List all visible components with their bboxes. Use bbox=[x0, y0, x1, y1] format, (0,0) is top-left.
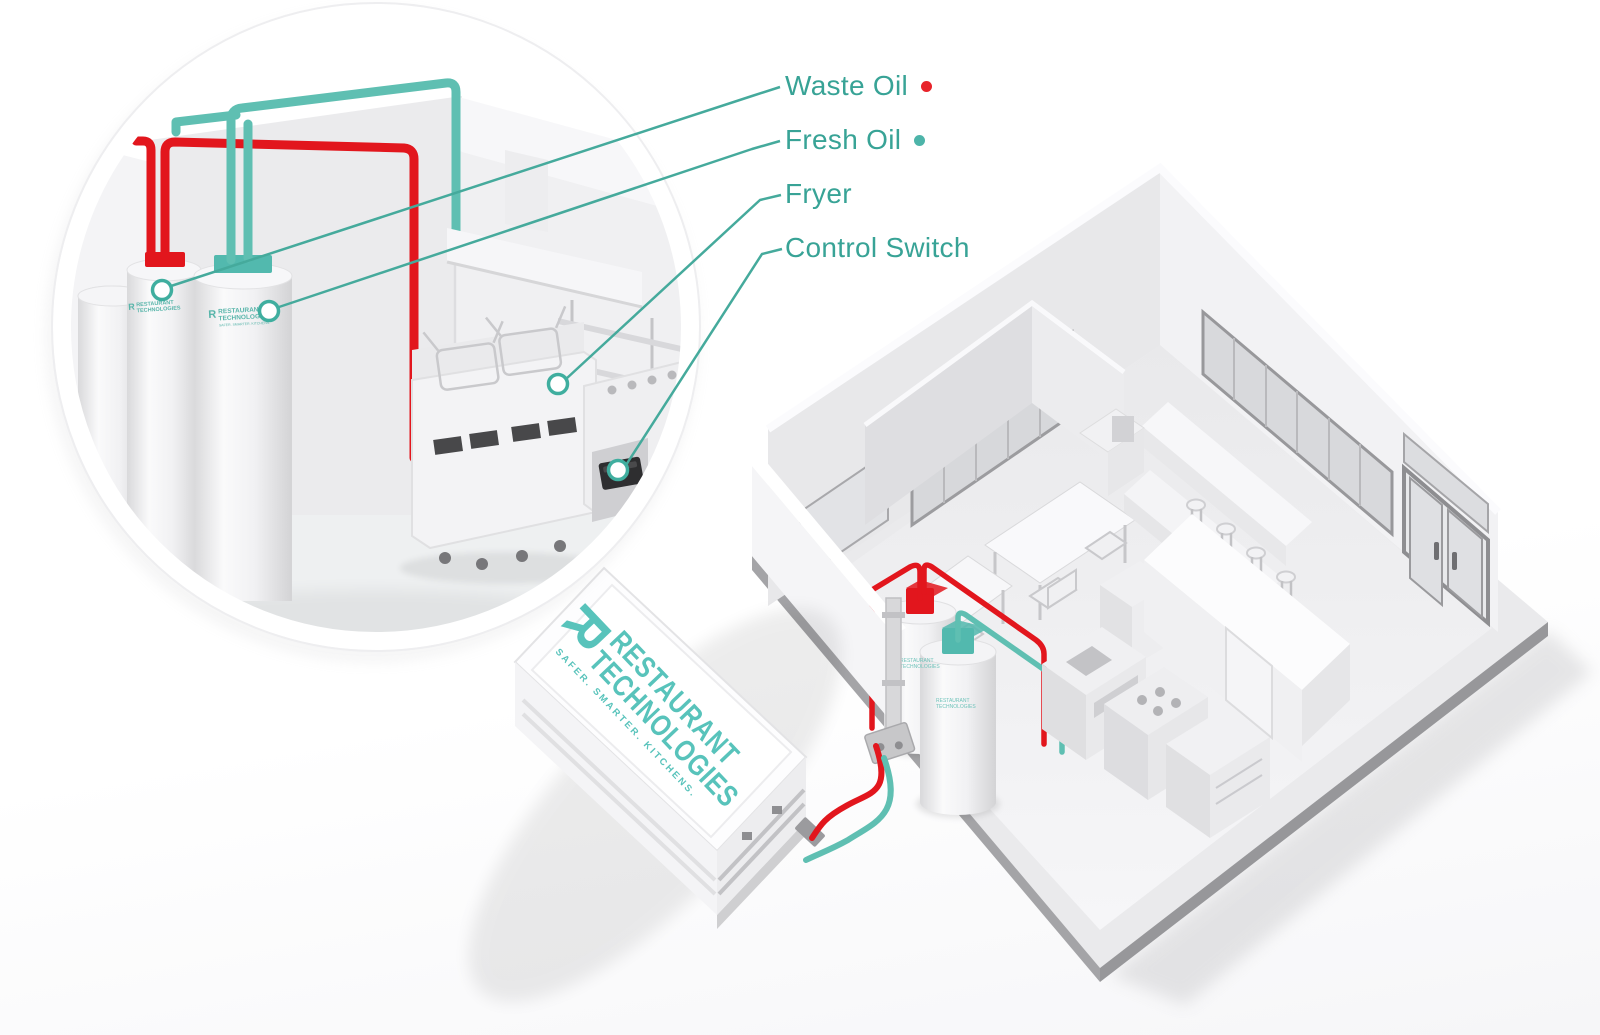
svg-text:RESTAURANT: RESTAURANT bbox=[136, 300, 174, 309]
doorway-opening bbox=[1225, 625, 1273, 741]
waste-oil-dot-icon bbox=[921, 80, 933, 92]
delivery-truck bbox=[468, 566, 842, 1002]
oil-room-wall bbox=[865, 303, 1032, 525]
window-band-right bbox=[1201, 308, 1394, 538]
vent-hood bbox=[446, 150, 643, 309]
ring-fresh-oil bbox=[257, 299, 281, 323]
ring-fryer bbox=[546, 372, 570, 396]
supply-conduit bbox=[885, 597, 902, 739]
legend-label-fresh-oil: Fresh Oil bbox=[785, 124, 902, 155]
fresh-oil-pipe-inset bbox=[171, 78, 461, 265]
fresh-oil-dot-icon bbox=[914, 134, 926, 146]
inset-pipes bbox=[131, 78, 461, 463]
leader-fryer bbox=[565, 193, 782, 380]
leader-fresh-oil bbox=[278, 139, 781, 309]
fryer-baskets bbox=[422, 305, 567, 391]
appliance bbox=[1112, 416, 1134, 442]
door-handle bbox=[1452, 552, 1457, 570]
tank-logo: R RESTAURANT TECHNOLOGIES SAFER. SMARTER… bbox=[208, 306, 271, 328]
waste-oil-pipe bbox=[131, 136, 419, 463]
legend-row-fresh-oil: Fresh Oil bbox=[785, 120, 970, 160]
ring-waste-oil bbox=[150, 278, 174, 302]
waste-oil-hose bbox=[809, 743, 885, 841]
truck-roof-panel bbox=[530, 583, 793, 839]
magnifier-circle: R RESTAURANT TECHNOLOGIES R RESTAURANT T… bbox=[50, 2, 701, 658]
hose-port bbox=[795, 817, 825, 847]
svg-text:RESTAURANT: RESTAURANT bbox=[936, 698, 970, 704]
svg-text:RESTAURANT: RESTAURANT bbox=[218, 306, 263, 315]
svg-text:TECHNOLOGIES: TECHNOLOGIES bbox=[936, 704, 976, 710]
tank-logo: R RESTAURANT TECHNOLOGIES bbox=[128, 300, 181, 315]
truck-compartments bbox=[717, 788, 806, 896]
waste-oil-pipe-to-truck bbox=[869, 562, 923, 731]
waste-oil-cap bbox=[906, 580, 948, 614]
tank-logo-text: RESTAURANT bbox=[900, 658, 934, 664]
building-shadow bbox=[1110, 630, 1592, 1005]
fryer-casters bbox=[439, 540, 566, 570]
svg-text:TECHNOLOGIES: TECHNOLOGIES bbox=[136, 305, 181, 314]
legend-row-control-switch: Control Switch bbox=[785, 228, 970, 268]
svg-text:TECHNOLOGIES: TECHNOLOGIES bbox=[218, 313, 271, 323]
leader-waste-oil bbox=[170, 85, 781, 288]
ring-control-switch bbox=[606, 458, 630, 482]
svg-text:R: R bbox=[128, 302, 136, 312]
callout-rings bbox=[150, 278, 630, 482]
coffee-station bbox=[1079, 408, 1145, 496]
truck-chassis bbox=[717, 821, 806, 929]
oil-hoses bbox=[803, 743, 894, 863]
leader-lines bbox=[170, 85, 783, 466]
legend-row-fryer: Fryer bbox=[785, 174, 970, 214]
entrance-door bbox=[1402, 431, 1490, 628]
legend-label-waste-oil: Waste Oil bbox=[785, 70, 909, 101]
legend-label-fryer: Fryer bbox=[785, 178, 852, 209]
prep-counter-building bbox=[1166, 707, 1270, 838]
fryer-backsplash bbox=[412, 322, 584, 382]
fresh-oil-tank bbox=[194, 276, 292, 601]
restaurant-building: RESTAURANT TECHNOLOGIES RESTAURANT TECHN… bbox=[752, 162, 1592, 1005]
exterior-fill-wall bbox=[752, 459, 916, 765]
waste-oil-pipe-to-kitchen bbox=[921, 562, 1047, 747]
legend-label-control-switch: Control Switch bbox=[785, 232, 970, 263]
magnifier-ring bbox=[53, 4, 699, 650]
fryer-controls bbox=[433, 417, 577, 455]
oil-storage-tanks: RESTAURANT TECHNOLOGIES RESTAURANT TECHN… bbox=[880, 580, 1000, 818]
fresh-oil-hose bbox=[803, 755, 894, 863]
leader-control-switch bbox=[624, 247, 783, 466]
inset-tanks: R RESTAURANT TECHNOLOGIES R RESTAURANT T… bbox=[77, 252, 293, 601]
svg-text:SAFER. SMARTER. KITCHENS.: SAFER. SMARTER. KITCHENS. bbox=[219, 321, 270, 328]
fresh-oil-tank-building bbox=[920, 652, 996, 802]
door-handle bbox=[1434, 542, 1439, 560]
entry-partition-wall bbox=[1144, 514, 1350, 762]
kitchen-line bbox=[1042, 561, 1270, 838]
legend: Waste Oil Fresh Oil Fryer Control Switch bbox=[785, 66, 970, 282]
svg-text:R: R bbox=[208, 309, 217, 321]
svg-text:TECHNOLOGIES: TECHNOLOGIES bbox=[900, 664, 940, 670]
legend-row-waste-oil: Waste Oil bbox=[785, 66, 970, 106]
